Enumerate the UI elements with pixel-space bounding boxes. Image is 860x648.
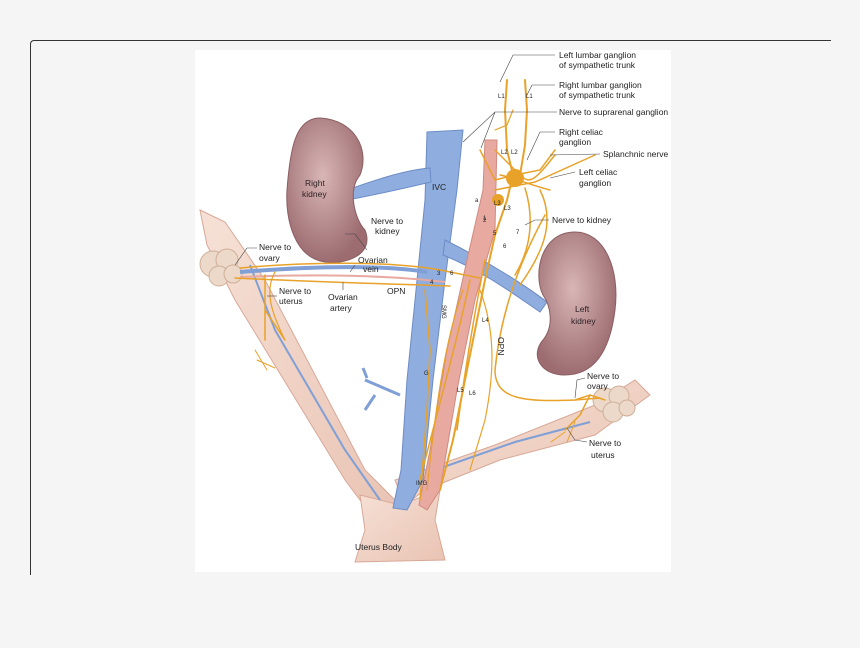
marker-a: a [475,198,479,204]
reproductive-innervation-diagram: L1 L1 L2 L2 L3 L3 L4 L5 L6 1 2 3 4 5 6 7… [199,50,668,563]
left-celiac-label-1: Left celiac [579,167,618,177]
marker-l2-left: L2 [501,150,508,156]
right-lumbar-label-2: of sympathetic trunk [559,90,636,100]
nerve-to-kidney-left-label: Nerve to kidney [552,215,612,225]
nerve-to-uterus-right-label-1: Nerve to [589,438,621,448]
uterine-vessel-left [249,264,381,501]
marker-1: 1 [483,216,487,222]
right-kidney-label-1: Right [305,178,325,188]
aorta [418,139,498,511]
right-renal-vein [346,167,432,201]
marker-l3-left: L3 [494,201,501,207]
ovarian-vein [239,265,428,274]
marker-l1-right: L1 [526,94,533,100]
img-label: IMG [416,481,428,487]
nerve-to-uterus-left-label-2: uterus [279,296,303,306]
left-kidney-label-2: kidney [571,316,596,326]
marker-6b: 6 [503,244,507,250]
nerve-to-ovary-right-label-1: Nerve to [587,371,619,381]
right-celiac-label-2: ganglion [559,137,591,147]
ovarian-vein-label-1: Ovarian [358,255,388,265]
marker-l2-right: L2 [511,150,518,156]
left-lumbar-label-2: of sympathetic trunk [559,60,636,70]
ivc-label: IVC [432,182,446,192]
marker-l3-right: L3 [504,206,511,212]
nerve-to-uterus-right-label-2: uterus [591,450,615,460]
marker-g: G [424,371,429,377]
right-kidney-label-2: kidney [302,189,327,199]
nerve-to-ovary-left-label-1: Nerve to [259,242,291,252]
marker-6: 6 [450,271,454,277]
marker-5: 5 [493,231,497,237]
left-ovary [199,248,243,287]
marker-l6: L6 [469,391,476,397]
ovarian-artery-label-2: artery [330,303,352,313]
nerve-to-ovary-left-label-2: ovary [259,253,281,263]
marker-l5: L5 [457,388,464,394]
nerve-network [234,79,606,501]
ovarian-vein-label-2: vein [363,264,379,274]
right-lumbar-label-1: Right lumbar ganglion [559,80,642,90]
nerve-to-kidney-right-label-2: kidney [375,226,400,236]
diagram-image: L1 L1 L2 L2 L3 L3 L4 L5 L6 1 2 3 4 5 6 7… [195,50,671,572]
ovarian-artery [239,274,446,283]
marker-2: 2 [483,218,487,224]
marker-3: 3 [437,271,441,277]
smg-label: SMG [440,305,446,319]
marker-l1-left: L1 [498,94,505,100]
right-kidney [286,117,368,264]
suprarenal-label: Nerve to suprarenal ganglion [559,107,668,117]
iliac-branch [361,367,401,411]
left-lumbar-label-1: Left lumbar ganglion [559,50,636,60]
nerve-to-kidney-right-label-1: Nerve to [371,216,403,226]
right-ovary [592,385,636,423]
marker-7: 7 [516,230,520,236]
splanchnic-label: Splanchnic nerve [603,149,668,159]
marker-4: 4 [430,280,434,286]
marker-l4: L4 [482,318,489,324]
opn-horizontal-label: OPN [387,286,405,296]
ovarian-artery-label-1: Ovarian [328,292,358,302]
uterus-body-label: Uterus Body [355,542,403,552]
opn-vertical-label: OPN [496,337,506,355]
left-celiac-label-2: ganglion [579,178,611,188]
nerve-to-ovary-right-label-2: ovary [587,381,609,391]
nerve-to-uterus-left-label-1: Nerve to [279,286,311,296]
left-kidney [536,231,617,376]
right-celiac-label-1: Right celiac [559,127,604,137]
left-kidney-label-1: Left [575,304,590,314]
